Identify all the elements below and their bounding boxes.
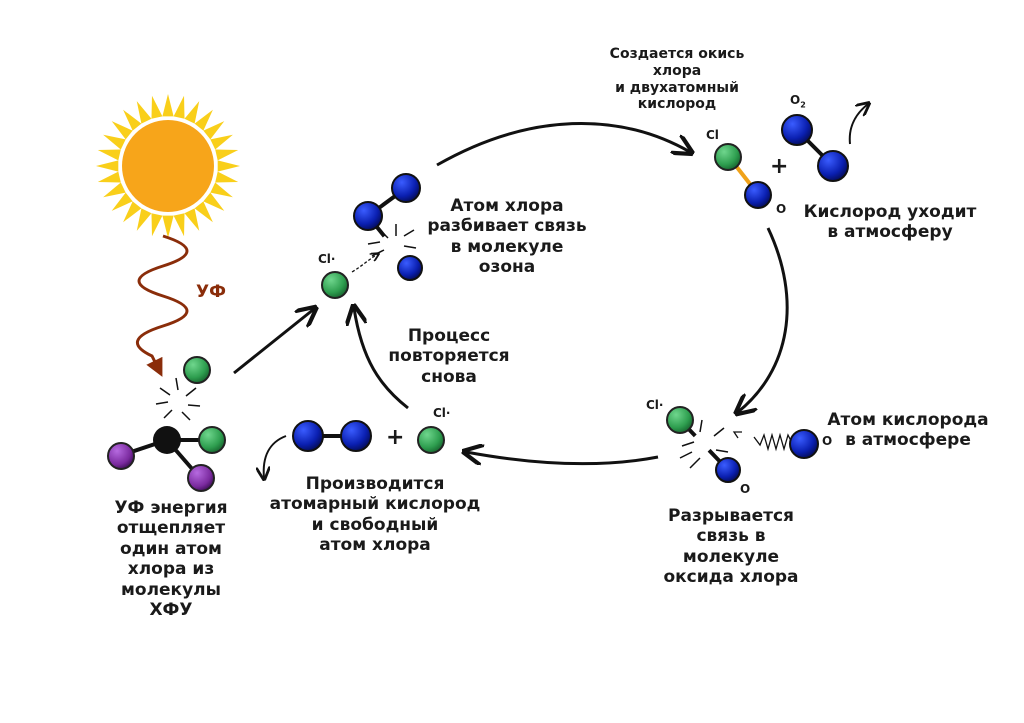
oxygen-molecule	[781, 104, 868, 182]
sun-ray	[111, 121, 133, 140]
sun-ray	[111, 192, 133, 211]
sun-ray	[203, 192, 225, 211]
sun-ray	[136, 208, 152, 231]
ozone-molecule	[321, 173, 423, 299]
chlorine-monoxide-breaking	[666, 406, 819, 483]
bond-break-icon	[367, 224, 417, 257]
o2-label: O2	[790, 93, 806, 110]
sun-ray	[215, 171, 239, 183]
bond-break-icon	[155, 377, 201, 421]
cl-label: Cl	[706, 128, 719, 142]
oxygen-atom	[292, 420, 324, 452]
cl-label: Cl·	[433, 406, 451, 420]
cycle-arrows	[233, 121, 789, 464]
sun-ray	[173, 95, 185, 119]
step2-caption: Атом хлора разбивает связь в молекуле оз…	[427, 196, 587, 278]
cl-label: Cl·	[318, 252, 336, 266]
sun-ray	[173, 213, 185, 237]
plus-sign: +	[770, 154, 789, 179]
o-label: O	[740, 482, 751, 496]
oxygen-atom	[397, 255, 423, 281]
sun-ray	[194, 109, 213, 131]
oxygen-atom	[715, 457, 741, 483]
sun-icon	[96, 94, 240, 238]
bond-break-icon	[679, 419, 729, 469]
oxygen-atom-caption: Атом кислорода в атмосфере	[827, 410, 989, 451]
step5-caption: Производится атомарный кислород и свобод…	[269, 474, 481, 556]
sun-ray	[151, 213, 163, 237]
chlorine-atom	[198, 426, 226, 454]
oxygen-atom	[781, 114, 813, 146]
sun-ray	[162, 94, 174, 117]
oxygen-atom	[391, 173, 421, 203]
sun-ray	[162, 215, 174, 238]
arrow-bottom	[466, 452, 659, 464]
sun-ray	[123, 201, 142, 223]
sun-ray	[184, 101, 200, 124]
sun-ray	[151, 95, 163, 119]
sun-ray	[136, 101, 152, 124]
sun-ray	[96, 160, 119, 172]
repeat-caption: Процесс повторяется снова	[388, 326, 510, 387]
oxygen-atom	[744, 181, 772, 209]
sun-ray	[97, 171, 121, 183]
sun-ray	[215, 149, 239, 161]
uv-wave	[135, 234, 189, 377]
attack-arrow	[351, 254, 378, 273]
step4-caption: Разрывается связь в молекуле оксида хлор…	[663, 506, 799, 588]
sun-ray	[194, 201, 213, 223]
chlorine-atom	[321, 271, 349, 299]
oxygen-atom	[817, 150, 849, 182]
chlorine-monoxide	[714, 143, 772, 209]
oxygen-atom	[353, 201, 383, 231]
oxygen-escapes-caption: Кислород уходит в атмосферу	[803, 202, 977, 243]
sun-ray	[103, 134, 126, 150]
sun-ray	[217, 160, 240, 172]
chlorine-atom-released	[183, 356, 211, 384]
cfc-center-atom	[153, 426, 181, 454]
oxygen-atom	[340, 420, 372, 452]
sun-ray	[184, 208, 200, 231]
sun-ray	[210, 134, 233, 150]
oxygen-atom	[789, 429, 819, 459]
chlorine-atom	[666, 406, 694, 434]
cfc-arm-atom	[187, 464, 215, 492]
cfc-molecule	[107, 356, 226, 492]
escape-arrow	[848, 104, 868, 145]
cl-label: Cl·	[646, 398, 664, 412]
sun-ray	[123, 109, 142, 131]
arrow-right	[738, 227, 789, 412]
step1-caption: УФ энергия отщепляет один атом хлора из …	[114, 498, 228, 620]
sun-ray	[210, 182, 233, 198]
plus-sign: +	[386, 425, 405, 450]
sun-ray	[97, 149, 121, 161]
step3-caption: Создается окись хлора и двухатомный кисл…	[609, 46, 745, 113]
sun-ray	[203, 121, 225, 140]
products-group	[264, 420, 445, 478]
o-label: O	[776, 202, 787, 216]
incoming-wave	[753, 432, 793, 452]
leave-arrow	[264, 435, 287, 478]
sun-ray	[103, 182, 126, 198]
uv-label: УФ	[196, 282, 226, 302]
arrow-top	[436, 121, 690, 167]
chlorine-atom	[417, 426, 445, 454]
arrow-cfc-to-cl	[233, 309, 314, 375]
arrow-repeat	[354, 308, 409, 410]
cfc-arm-atom	[107, 442, 135, 470]
o-label: O	[822, 434, 833, 448]
chlorine-atom	[714, 143, 742, 171]
